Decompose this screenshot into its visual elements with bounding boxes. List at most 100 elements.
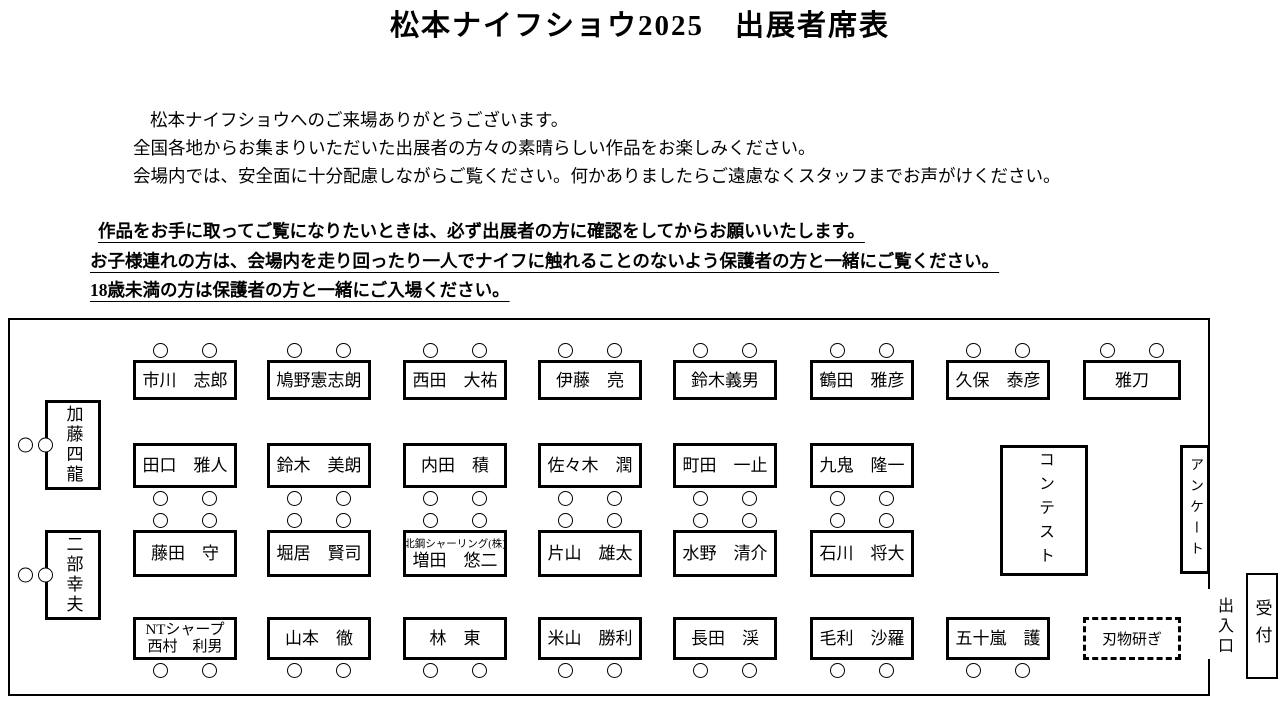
chair-circles [541,343,639,358]
booth-name: 五十嵐 護 [955,629,1041,648]
chair-circles [406,343,504,358]
booth-name: 鶴田 雅彦 [819,370,905,390]
booth-box: 長田 渓 [673,617,777,660]
warning-paragraph: 作品をお手に取ってご覧になりたいときは、必ず出展者の方に確認をしてからお願いいた… [90,217,999,306]
hall-wall-right-lower [1208,659,1210,696]
booth-box: 鈴木 美朗 [267,443,371,488]
chair-circles [136,513,234,528]
chair-circles [136,663,234,678]
booth-name: 鳩野憲志朗 [276,370,362,390]
chair-circles [18,568,53,583]
booth-company: 北鋼シャーリング(株) [404,538,506,550]
booth-box: 藤田 守 [133,530,237,577]
hall-wall-top [8,318,1210,320]
chair-circles [406,513,504,528]
contest-label: コンテスト [1036,450,1053,571]
booth-name: 毛利 沙羅 [819,629,905,648]
booth-name: 佐々木 潤 [547,456,633,475]
chair-circles [813,663,911,678]
intro-line: 松本ナイフショウへのご来場ありがとうございます。 [150,110,569,130]
booth-name: 雅刀 [1115,370,1149,390]
chair-circles [270,513,368,528]
warning-line: お子様連れの方は、会場内を走り回ったり一人でナイフに触れることのないよう保護者の… [90,250,1000,271]
booth-box: 石川 将大 [810,530,914,577]
booth-box: 西田 大祐 [403,360,507,400]
chair-circles [406,491,504,506]
booth-box: 伊藤 亮 [538,360,642,400]
booth-name: 町田 一止 [682,456,768,475]
reception-label: 受付 [1252,599,1272,653]
chair-circles [541,491,639,506]
survey-box: アンケート [1180,445,1210,574]
booth-name: 内田 積 [421,456,489,475]
chair-circles [676,513,774,528]
booth-name: 米山 勝利 [547,629,633,648]
chair-circles [406,663,504,678]
chair-circles [541,513,639,528]
chair-circles [136,343,234,358]
hall-wall-left [8,318,10,696]
chair-circles [949,343,1047,358]
booth-name: 西田 大祐 [412,370,498,390]
chair-circles [813,491,911,506]
booth-name: 山本 徹 [285,629,353,648]
booth-name: 鈴木義男 [691,370,759,390]
booth-box: 田口 雅人 [133,443,237,488]
booth-box: 林 東 [403,617,507,660]
chair-circles [270,343,368,358]
intro-paragraph: 松本ナイフショウへのご来場ありがとうございます。 全国各地からお集まりいただいた… [133,106,1061,190]
booth-box: 鳩野憲志朗 [267,360,371,400]
booth-name: 石川 将大 [819,544,905,563]
booth-name: 市川 志郎 [142,370,228,390]
booth-box-left-lower: 二部幸夫 [45,530,101,620]
chair-circles [18,438,53,453]
booth-name: 藤田 守 [151,544,219,563]
intro-line: 会場内では、安全面に十分配慮しながらご覧ください。何かありましたらご遠慮なくスタ… [133,166,1061,186]
chair-circles [541,663,639,678]
booth-box: 九鬼 隆一 [810,443,914,488]
hall-wall-bottom [8,694,1210,696]
booth-name: 長田 渓 [691,629,759,648]
booth-box: 佐々木 潤 [538,443,642,488]
booth-name: 加藤四龍 [63,405,83,485]
booth-name: 増田 悠二 [412,550,498,570]
chair-circles [136,491,234,506]
booth-box: 久保 泰彦 [946,360,1050,400]
knife-sharpening-label: 刃物研ぎ [1101,632,1162,648]
booth-box: 北鋼シャーリング(株)増田 悠二 [403,530,507,577]
booth-name: 水野 清介 [682,544,768,563]
warning-line: 作品をお手に取ってご覧になりたいときは、必ず出展者の方に確認をしてからお願いいた… [98,221,865,241]
booth-name: 片山 雄太 [547,544,633,563]
chair-circles [676,343,774,358]
survey-label: アンケート [1188,457,1203,562]
booth-name: 堀居 賢司 [276,544,362,563]
chair-circles [813,343,911,358]
booth-name: 田口 雅人 [142,456,228,475]
booth-box: 五十嵐 護 [946,617,1050,660]
chair-circles [813,513,911,528]
booth-name: 林 東 [429,629,481,648]
booth-box: 町田 一止 [673,443,777,488]
booth-box: 鈴木義男 [673,360,777,400]
booth-box-left-upper: 加藤四龍 [45,400,101,490]
intro-line: 全国各地からお集まりいただいた出展者の方々の素晴らしい作品をお楽しみください。 [133,138,816,158]
booth-company: NTシャープ [145,621,225,638]
entrance-exit-label: 出入口 [1215,597,1232,657]
booth-name: 西村 利男 [147,638,223,655]
booth-name: 伊藤 亮 [556,370,624,390]
booth-name: 二部幸夫 [63,535,83,615]
chair-circles [949,663,1047,678]
booth-name: 鈴木 美朗 [276,456,362,475]
chair-circles [1086,343,1178,358]
chair-circles [270,663,368,678]
page-title: 松本ナイフショウ2025 出展者席表 [389,10,890,42]
booth-box: 水野 清介 [673,530,777,577]
chair-circles [270,491,368,506]
chair-circles [676,491,774,506]
booth-box: 内田 積 [403,443,507,488]
contest-box: コンテスト [1000,445,1088,576]
knife-sharpening-box: 刃物研ぎ [1083,617,1181,660]
booth-name: 九鬼 隆一 [819,456,905,475]
booth-box: 毛利 沙羅 [810,617,914,660]
